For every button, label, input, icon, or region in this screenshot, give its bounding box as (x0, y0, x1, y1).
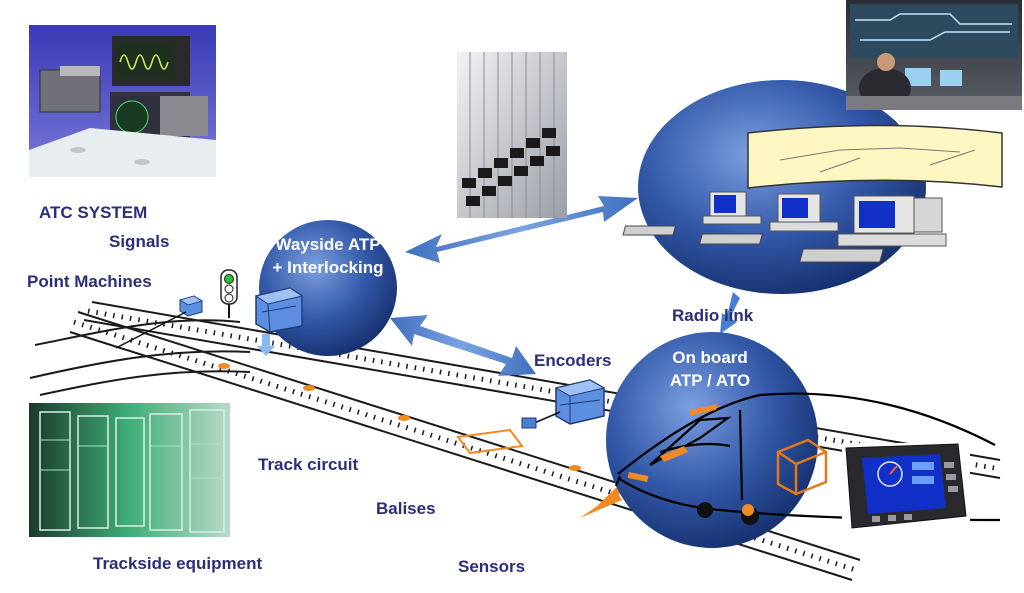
trackside-equipment-label: Trackside equipment (93, 554, 263, 573)
arrow-wayside-to-control (405, 196, 638, 263)
encoder-small-icon (521, 417, 537, 429)
balise-icon (456, 428, 524, 455)
encoders-label: Encoders (534, 351, 612, 370)
radio-link-label: Radio link (672, 306, 754, 325)
signal-light-icon (220, 269, 238, 318)
point-machines-label: Point Machines (27, 272, 152, 291)
wheel-sensor (742, 504, 754, 516)
mimic-panel (747, 124, 1003, 189)
wayside-down-arrow (257, 334, 275, 356)
trackside-equipment-photo (29, 403, 230, 537)
sensors-label: Sensors (458, 557, 526, 576)
point-machine-icon (115, 295, 203, 349)
radio-link-arrow (720, 292, 740, 334)
onboard-orange-mark (690, 404, 718, 416)
control-center-bubble (638, 80, 926, 294)
onboard-label-line2: ATP / ATO (669, 371, 751, 390)
wayside-atp-label-line1: Wayside ATP (275, 235, 381, 254)
relay-rack-photo (457, 52, 567, 218)
onboard-orange-mark-2 (660, 446, 688, 462)
signals-label: Signals (109, 232, 170, 251)
encoder-box-icon (554, 379, 606, 425)
control-room-photo (846, 0, 1022, 110)
computer-workstation-icon (622, 191, 762, 236)
lab-equipment-photo (29, 25, 216, 177)
equipment-box-icon (254, 287, 304, 333)
computer-workstation-icon-3 (799, 195, 947, 263)
arrow-wayside-to-encoders (390, 315, 536, 376)
onboard-label-line1: On board (672, 348, 748, 367)
driver-display-photo (842, 443, 970, 529)
track-circuit-label: Track circuit (258, 455, 359, 474)
balise-markers (218, 363, 581, 471)
onboard-unit-icon (776, 438, 828, 496)
onboard-orange-mark-3 (627, 471, 649, 483)
atc-system-label: ATC SYSTEM (39, 203, 148, 222)
wheel-icon (697, 502, 713, 518)
computer-workstation-icon-2 (698, 193, 839, 245)
balises-label: Balises (376, 499, 436, 518)
onboard-atp-bubble (606, 332, 818, 548)
wayside-atp-label-line2: + Interlocking (272, 258, 384, 277)
sensor-beam (580, 492, 622, 518)
